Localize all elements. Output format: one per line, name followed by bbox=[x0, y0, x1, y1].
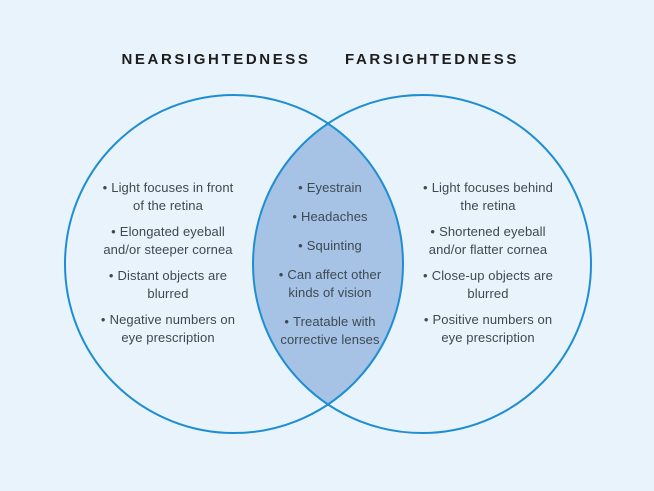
item-line: eye prescription bbox=[441, 330, 535, 345]
bullet-icon: • bbox=[423, 312, 429, 327]
item-line: blurred bbox=[467, 286, 509, 301]
item-text: Treatable with bbox=[293, 314, 376, 329]
item-line: •Elongated eyeball bbox=[86, 223, 250, 241]
item-line: •Headaches bbox=[260, 208, 400, 226]
left-circle bbox=[64, 94, 404, 434]
item-line: •Negative numbers on bbox=[86, 311, 250, 329]
item-text: Distant objects are bbox=[117, 268, 228, 283]
item-line: eye prescription bbox=[121, 330, 215, 345]
list-item: •Headaches bbox=[260, 208, 400, 226]
item-line: •Close-up objects are bbox=[406, 267, 570, 285]
item-line: •Can affect other bbox=[260, 266, 400, 284]
intersection-lens bbox=[253, 123, 403, 405]
bullet-icon: • bbox=[284, 314, 290, 329]
bullet-icon: • bbox=[430, 224, 436, 239]
item-line: •Eyestrain bbox=[260, 179, 400, 197]
bullet-icon: • bbox=[100, 312, 106, 327]
item-line: corrective lenses bbox=[280, 332, 380, 347]
item-text: Light focuses behind bbox=[431, 180, 553, 195]
item-line: and/or flatter cornea bbox=[428, 242, 548, 257]
list-item: •Light focuses behind the retina bbox=[406, 179, 570, 215]
list-item: •Elongated eyeball and/or steeper cornea bbox=[86, 223, 250, 259]
list-item: •Treatable with corrective lenses bbox=[260, 313, 400, 349]
bullet-icon: • bbox=[423, 268, 428, 283]
bullet-icon: • bbox=[298, 238, 303, 253]
item-line: •Positive numbers on bbox=[406, 311, 570, 329]
item-text: Light focuses in front bbox=[111, 180, 234, 195]
item-line: •Light focuses in front bbox=[86, 179, 250, 197]
list-item: •Positive numbers on eye prescription bbox=[406, 311, 570, 347]
item-text: Can affect other bbox=[287, 267, 382, 282]
intersection-list: •Eyestrain •Headaches •Squinting •Can af… bbox=[260, 179, 400, 360]
list-item: •Distant objects are blurred bbox=[86, 267, 250, 303]
item-text: Shortened eyeball bbox=[439, 224, 546, 239]
left-circle-list: •Light focuses in front of the retina •E… bbox=[86, 179, 250, 355]
list-item: •Light focuses in front of the retina bbox=[86, 179, 250, 215]
list-item: •Eyestrain bbox=[260, 179, 400, 197]
right-circle-list: •Light focuses behind the retina •Shorte… bbox=[406, 179, 570, 355]
item-line: •Treatable with bbox=[260, 313, 400, 331]
item-text: Eyestrain bbox=[306, 180, 362, 195]
item-line: •Light focuses behind bbox=[406, 179, 570, 197]
bullet-icon: • bbox=[298, 180, 303, 195]
bullet-icon: • bbox=[111, 224, 116, 239]
item-text: Close-up objects are bbox=[431, 268, 553, 283]
item-line: •Distant objects are bbox=[86, 267, 250, 285]
right-circle bbox=[252, 94, 592, 434]
list-item: •Shortened eyeball and/or flatter cornea bbox=[406, 223, 570, 259]
item-line: and/or steeper cornea bbox=[103, 242, 233, 257]
item-text: Squinting bbox=[306, 238, 362, 253]
bullet-icon: • bbox=[108, 268, 114, 283]
bullet-icon: • bbox=[278, 267, 284, 282]
item-line: •Squinting bbox=[260, 237, 400, 255]
item-text: Positive numbers on bbox=[432, 312, 553, 327]
bullet-icon: • bbox=[292, 209, 297, 224]
list-item: •Can affect other kinds of vision bbox=[260, 266, 400, 302]
item-line: the retina bbox=[460, 198, 516, 213]
list-item: •Negative numbers on eye prescription bbox=[86, 311, 250, 347]
right-circle-title: FARSIGHTEDNESS bbox=[345, 51, 519, 68]
item-line: kinds of vision bbox=[288, 285, 372, 300]
item-text: Headaches bbox=[300, 209, 368, 224]
left-circle-title: NEARSIGHTEDNESS bbox=[121, 51, 311, 68]
bullet-icon: • bbox=[423, 180, 428, 195]
list-item: •Close-up objects are blurred bbox=[406, 267, 570, 303]
item-line: blurred bbox=[147, 286, 189, 301]
item-line: •Shortened eyeball bbox=[406, 223, 570, 241]
item-line: of the retina bbox=[133, 198, 203, 213]
item-text: Elongated eyeball bbox=[119, 224, 225, 239]
bullet-icon: • bbox=[102, 180, 108, 195]
list-item: •Squinting bbox=[260, 237, 400, 255]
item-text: Negative numbers on bbox=[109, 312, 236, 327]
